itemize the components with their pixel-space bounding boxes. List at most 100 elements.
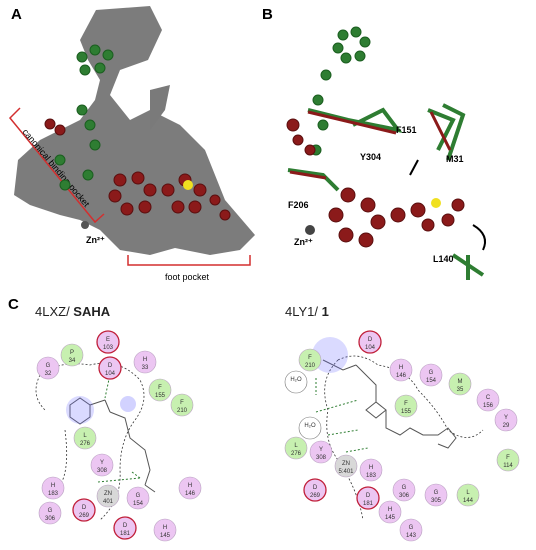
left-residue-number: 183 <box>48 491 59 497</box>
right-residue-name: D <box>366 493 371 499</box>
left-residue-name: H <box>143 357 147 363</box>
right-residue-number: 5:401 <box>338 469 354 475</box>
left-residue-name: L <box>83 433 87 439</box>
right-residue-circle <box>389 358 413 382</box>
right-residue-name: Y <box>319 447 323 453</box>
right-residue-circle <box>399 518 423 542</box>
right-residue-name: H <box>388 507 392 513</box>
hbonds-right <box>315 378 369 453</box>
right-residue-number: 306 <box>399 493 410 499</box>
res-f151: F151 <box>396 125 417 135</box>
res-f206: F206 <box>288 200 309 210</box>
right-residue-circle <box>394 394 418 418</box>
ligand-green-b <box>310 26 371 156</box>
right-map-title: 4LY1/ 1 <box>285 304 329 319</box>
rotation-arrow-l140 <box>472 224 486 251</box>
foot-pocket-bracket <box>127 255 251 266</box>
protein-surface <box>14 6 255 255</box>
zinc-ion <box>81 221 89 229</box>
residue-sticks-red <box>289 110 452 180</box>
left-residue-circle <box>96 330 120 354</box>
sulfur-atom-b <box>431 198 441 208</box>
left-residue-circle <box>38 501 62 525</box>
right-residue-name: F <box>404 401 408 407</box>
left-residue-name: E <box>106 337 110 343</box>
left-residue-name: H <box>163 525 167 531</box>
left-residue-circle <box>96 484 120 508</box>
ligand-red <box>44 118 231 221</box>
right-residue-circle <box>284 436 308 460</box>
right-residue-circle <box>359 458 383 482</box>
left-residue-circle <box>41 476 65 500</box>
res-l140: L140 <box>433 254 454 264</box>
right-residue-number: 305 <box>431 498 442 504</box>
right-residue-number: 143 <box>406 533 417 539</box>
right-residue-name: H <box>399 365 403 371</box>
left-residue-number: 306 <box>45 516 56 522</box>
right-residue-name: ZN <box>342 461 350 467</box>
left-residue-number: 308 <box>97 468 108 474</box>
residue-sticks <box>287 103 466 192</box>
left-residue-circle <box>113 516 137 540</box>
left-title-code: 4LXZ/ <box>35 304 74 319</box>
right-residue-name: G <box>429 370 434 376</box>
left-residue-circle <box>148 378 172 402</box>
right-residue-circle <box>392 478 416 502</box>
right-residue-number: 144 <box>463 498 474 504</box>
left-residue-circle <box>178 476 202 500</box>
res-m31: M31 <box>446 154 464 164</box>
right-residue-name: H₂O <box>290 377 302 383</box>
left-residue-number: 104 <box>105 371 116 377</box>
left-residue-number: 276 <box>80 441 91 447</box>
right-residue-number: 145 <box>385 515 396 521</box>
left-residue-circle <box>60 343 84 367</box>
right-residue-name: G <box>402 485 407 491</box>
right-residue-circle <box>456 483 480 507</box>
right-residue-number: 308 <box>316 455 327 461</box>
right-residue-circle <box>358 330 382 354</box>
left-residue-circle <box>73 426 97 450</box>
left-residue-number: 269 <box>79 513 90 519</box>
right-residue-circle <box>424 483 448 507</box>
ligand-green <box>54 44 114 191</box>
right-residue-name: H₂O <box>304 423 316 429</box>
l140-sticks <box>451 253 485 280</box>
left-residue-circle <box>98 356 122 380</box>
right-residue-circle <box>496 448 520 472</box>
left-residue-number: 103 <box>103 345 114 351</box>
left-residue-number: 146 <box>185 491 196 497</box>
right-residue-circle <box>284 370 308 394</box>
left-residue-number: 210 <box>177 408 188 414</box>
panel-a-figure: canonical binding pocket foot pocket Zn²… <box>8 6 255 282</box>
left-residue-name: ZN <box>104 491 112 497</box>
right-residue-number: 155 <box>401 409 412 415</box>
res-y304: Y304 <box>360 152 381 162</box>
left-residue-circle <box>133 350 157 374</box>
right-residue-number: 156 <box>483 403 494 409</box>
left-residue-circle <box>72 498 96 522</box>
zinc-ion-b <box>305 225 315 235</box>
right-residue-circle <box>309 440 333 464</box>
right-residue-number: 29 <box>503 423 510 429</box>
left-residue-name: D <box>82 505 87 511</box>
left-residue-name: Y <box>100 460 104 466</box>
right-residue-number: 210 <box>305 363 316 369</box>
canonical-pocket-bracket <box>8 107 105 224</box>
right-residue-circle <box>334 454 358 478</box>
left-residue-circle <box>126 486 150 510</box>
ligand-left <box>69 397 156 493</box>
panel-c-label: C <box>8 296 19 313</box>
hydrophobic-blob-r <box>312 337 348 373</box>
right-title-ligand: 1 <box>321 304 329 319</box>
left-residue-name: D <box>123 523 128 529</box>
right-residue-name: F <box>308 355 312 361</box>
right-residue-circle <box>298 348 322 372</box>
right-residue-number: 154 <box>426 378 437 384</box>
right-residue-number: 146 <box>396 373 407 379</box>
left-residue-number: 34 <box>69 358 76 364</box>
pocket-outline-right <box>324 355 484 521</box>
right-residue-circle <box>476 388 500 412</box>
left-residue-circle <box>90 453 114 477</box>
